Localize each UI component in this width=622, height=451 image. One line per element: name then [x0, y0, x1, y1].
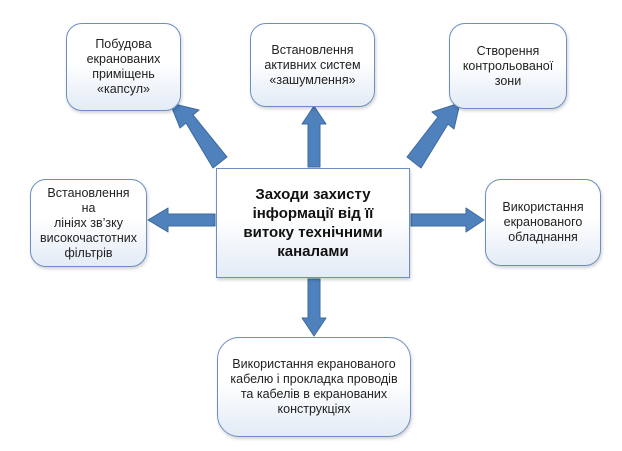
node-top-middle-label: Встановлення активних систем «зашумлення…: [264, 42, 361, 87]
node-right: Використання екранованого обладнання: [485, 179, 601, 266]
center-node-label: Заходи захисту інформації від її витоку …: [243, 186, 383, 260]
node-top-left: Побудова екранованих приміщень «капсул»: [66, 23, 181, 111]
node-bottom-label: Використання екранованого кабелю і прокл…: [230, 357, 398, 416]
node-right-label: Використання екранованого обладнання: [502, 200, 584, 244]
node-top-right-label: Створення контрольованої зони: [462, 43, 554, 88]
arrow-up: [301, 105, 327, 168]
node-bottom: Використання екранованого кабелю і прокл…: [217, 337, 411, 437]
node-top-right: Створення контрольованої зони: [449, 23, 567, 109]
arrow-right: [410, 207, 485, 233]
node-top-middle: Встановлення активних систем «зашумлення…: [250, 23, 375, 107]
node-left: Встановлення на лініях зв’зку високочаст…: [30, 179, 147, 267]
arrow-down: [301, 278, 327, 337]
arrow-up-right: [406, 102, 461, 169]
node-top-left-label: Побудова екранованих приміщень «капсул»: [86, 37, 161, 96]
arrow-up-left: [169, 102, 228, 169]
arrow-left: [147, 207, 216, 233]
node-left-label: Встановлення на лініях зв’зку високочаст…: [39, 185, 138, 260]
center-node: Заходи захисту інформації від її витоку …: [216, 168, 410, 278]
